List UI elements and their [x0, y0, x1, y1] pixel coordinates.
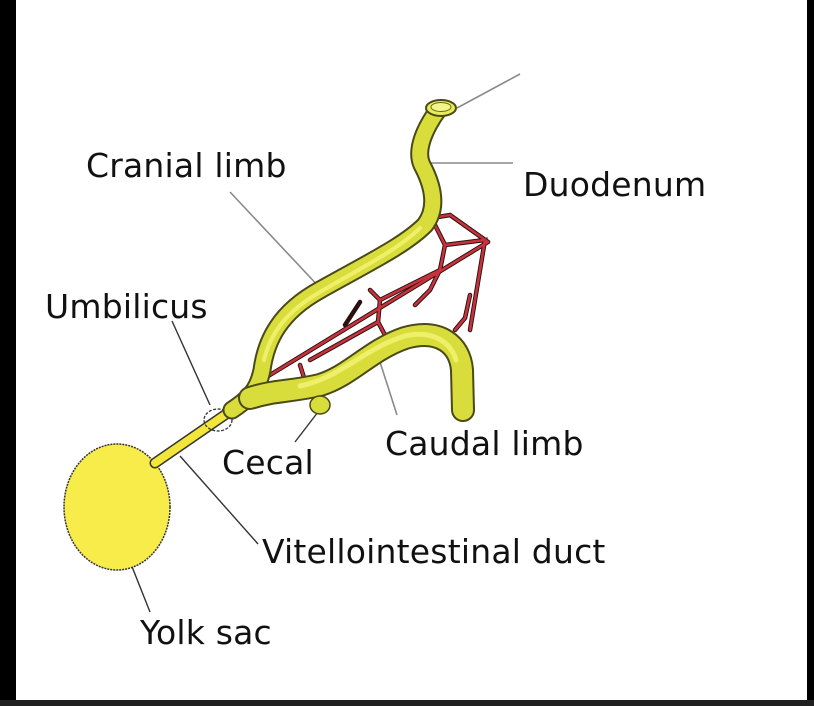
label-cecal: Cecal: [222, 443, 314, 482]
diagram-canvas: [16, 0, 807, 700]
yolk-sac-shape: [63, 443, 171, 571]
label-umbilicus: Umbilicus: [45, 287, 208, 326]
leader-line-umbilicus: [171, 320, 211, 406]
label-yolk-sac: Yolk sac: [140, 613, 272, 652]
leader-line-top: [456, 73, 521, 109]
umbilicus-ring: [203, 408, 233, 432]
caudal-limb-shape: [240, 325, 473, 420]
leader-line-cecal: [294, 411, 319, 443]
bottom-bar: [0, 700, 814, 706]
caudal-limb-highlight: [297, 331, 459, 389]
cranial-limb-highlight: [262, 226, 422, 362]
label-cranial-limb: Cranial limb: [86, 146, 287, 185]
label-caudal-limb: Caudal limb: [385, 424, 584, 463]
gut-tube: [222, 100, 475, 422]
leader-line-vitellointestinal-duct: [179, 455, 259, 545]
vitellointestinal-duct-fill: [151, 406, 236, 467]
label-vitellointestinal-duct: Vitellointestinal duct: [262, 532, 606, 571]
leader-line-caudal-limb: [379, 361, 398, 416]
leader-line-cranial-limb: [229, 191, 323, 291]
leader-lines: [229, 73, 521, 416]
duodenum-lumen: [430, 102, 452, 112]
label-duodenum: Duodenum: [523, 165, 707, 204]
cecal-bud: [309, 395, 331, 415]
